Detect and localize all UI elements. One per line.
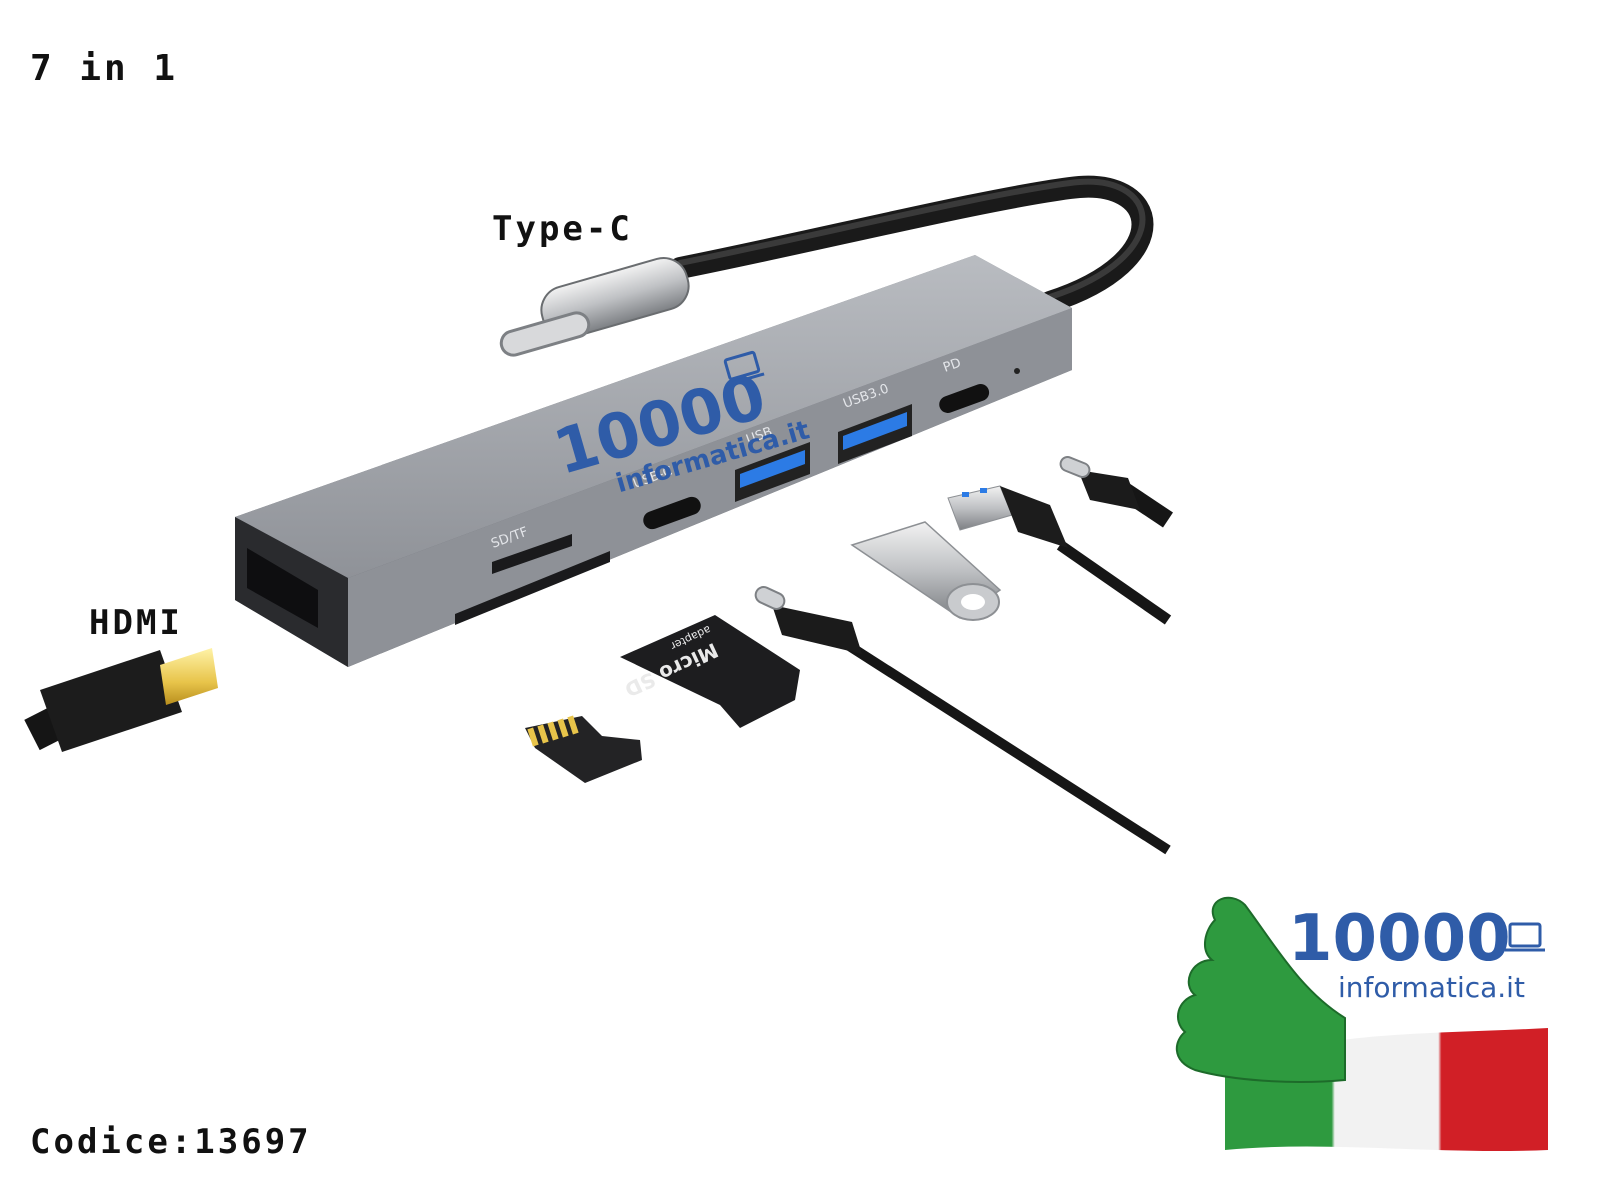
badge-domain: informatica.it: [1338, 971, 1525, 1004]
usb-flash-drive: [850, 521, 1002, 621]
thumbs-up-icon: [1175, 896, 1346, 1083]
usb-c-cable-short: [1059, 456, 1173, 528]
title-text: 7 in 1: [30, 48, 179, 89]
badge-number: 10000: [1288, 902, 1511, 976]
product-code: Codice:13697: [30, 1122, 312, 1162]
type-c-cable: [499, 175, 1154, 357]
laptop-icon: [723, 350, 761, 381]
hdmi-label: HDMI: [89, 603, 183, 643]
hdmi-plug: [24, 648, 218, 752]
brand-badge: 10000 informatica.it: [1175, 896, 1548, 1152]
port-label-pd: PD: [941, 356, 963, 376]
type-c-label: Type-C: [492, 209, 633, 249]
laptop-icon: [1508, 922, 1542, 948]
micro-sd-card: [525, 715, 642, 783]
sd-adapter-card: Micro SD adapter: [620, 615, 800, 728]
usb-c-cable: [754, 586, 1171, 855]
usb-c-hub: SD/TF USB-C USB USB3.0 PD 10000 informat…: [235, 255, 1072, 667]
usb-a-cable: [947, 485, 1172, 625]
